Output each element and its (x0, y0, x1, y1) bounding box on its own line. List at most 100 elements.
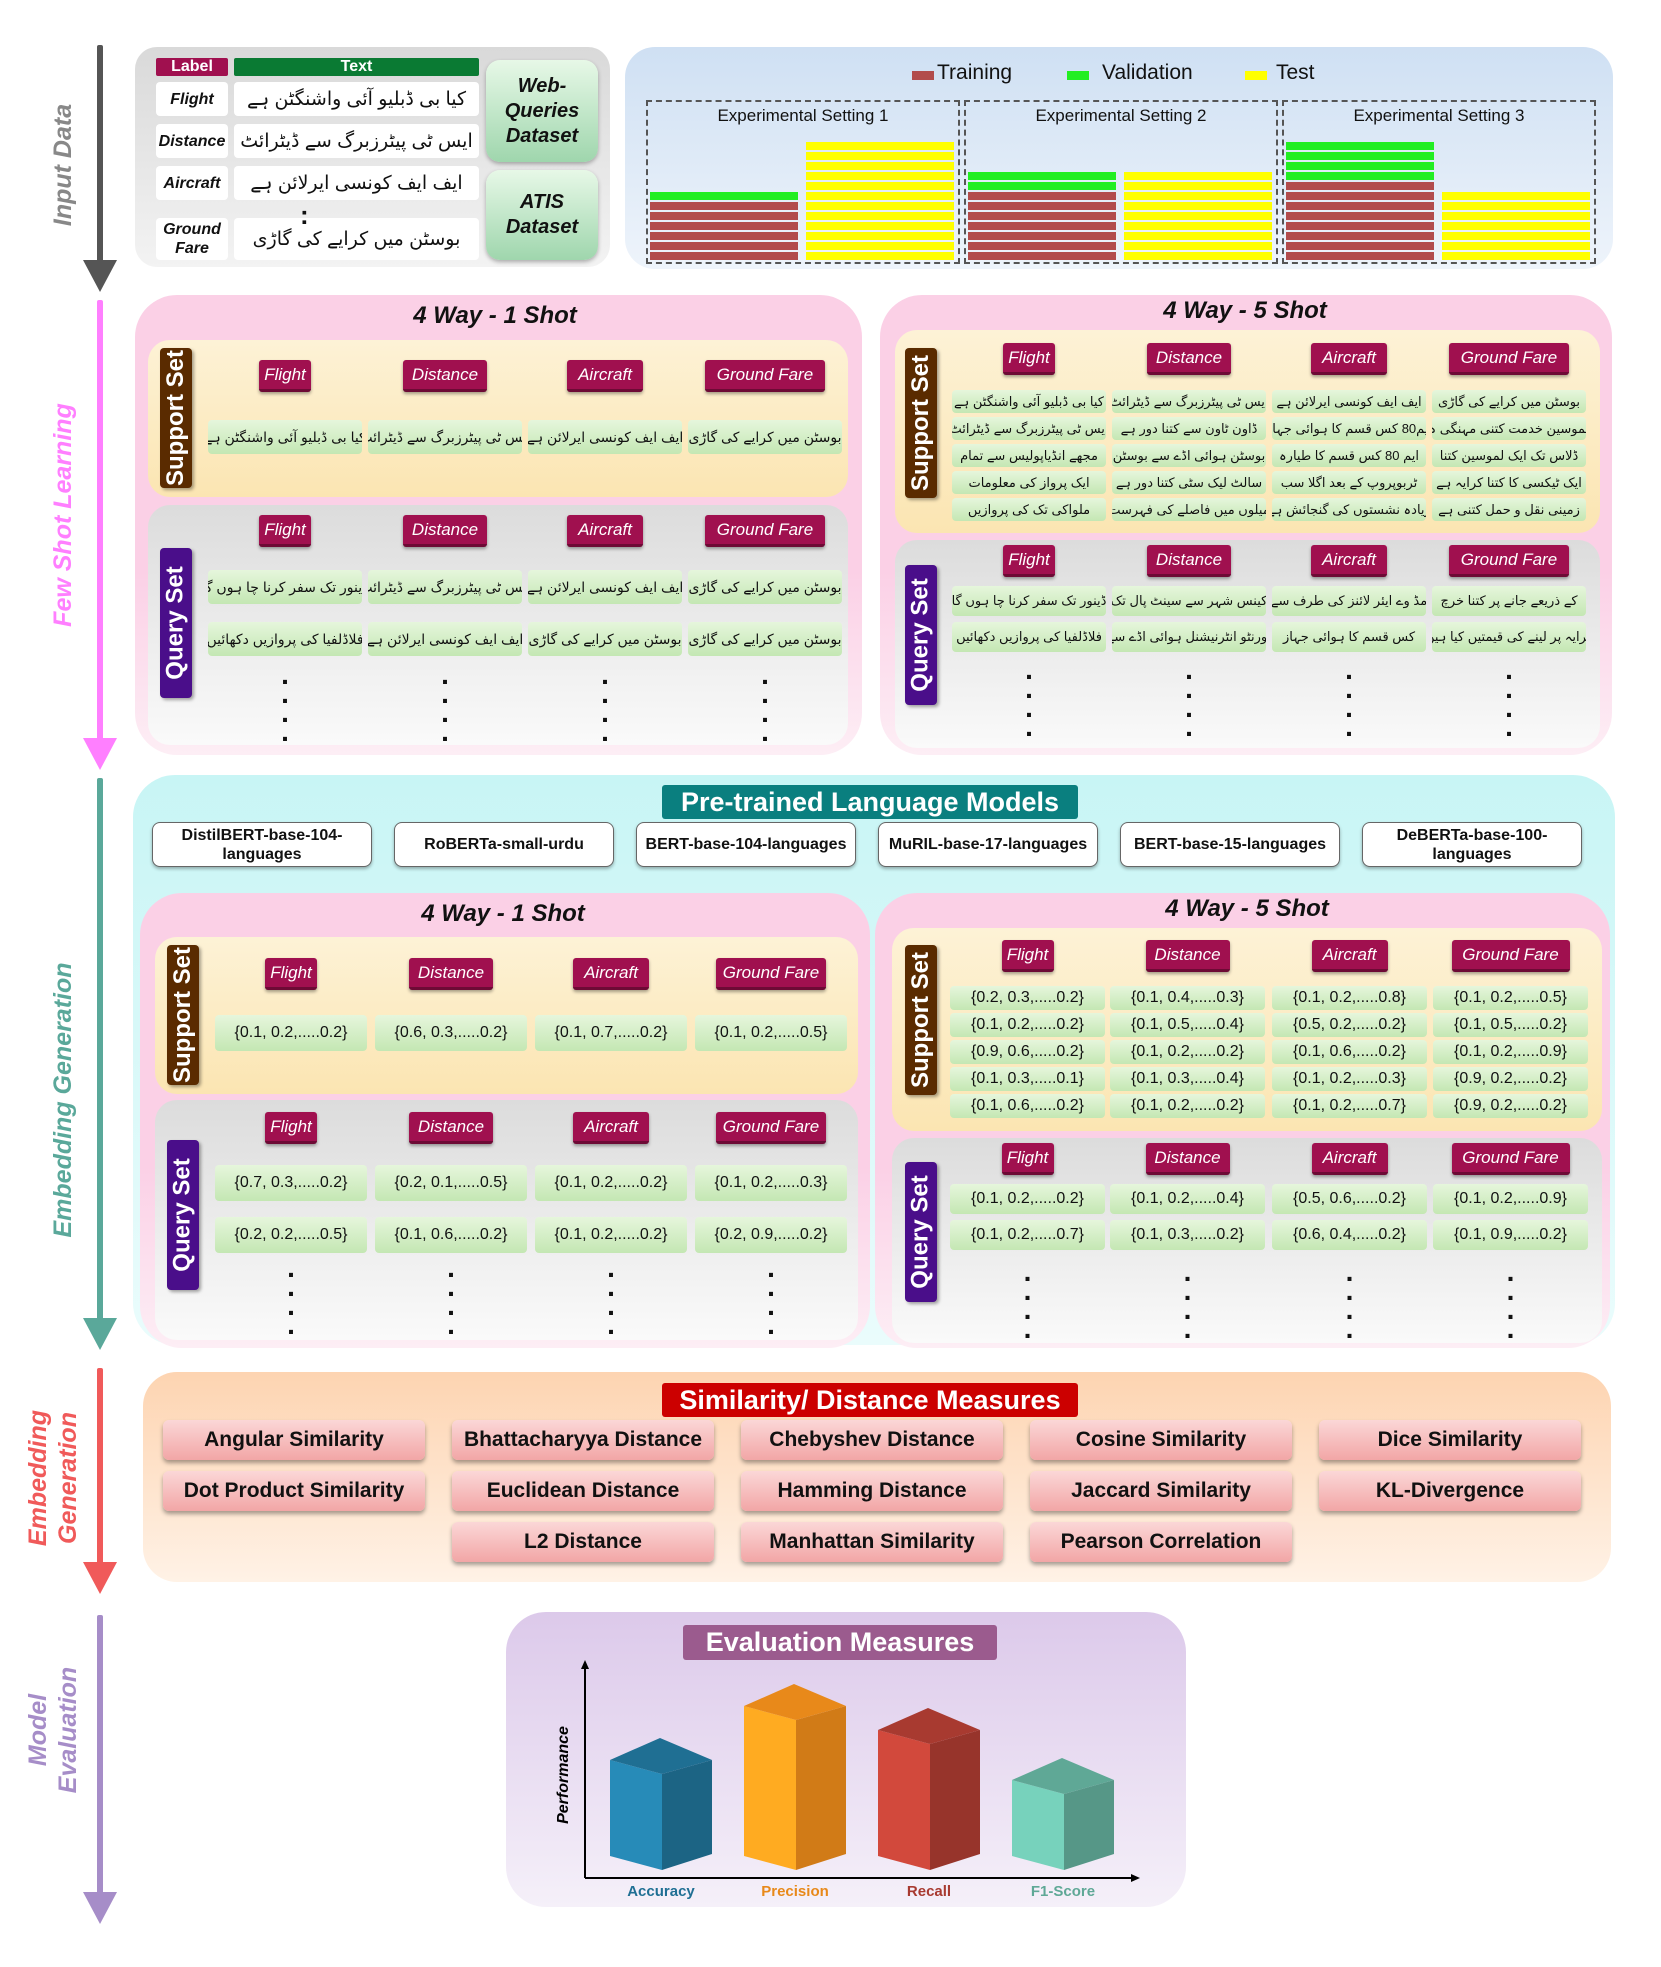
fs5-support-cell: بوسٹن میں کرایے کی گاڑی (1432, 390, 1586, 413)
model-4[interactable]: BERT-base-15-languages (1120, 822, 1340, 867)
em1-support-chip-2[interactable]: Aircraft (573, 958, 649, 990)
model-3[interactable]: MuRIL-base-17-languages (878, 822, 1098, 867)
fs1-support-chip-2[interactable]: Aircraft (567, 360, 643, 392)
model-2[interactable]: BERT-base-104-languages (636, 822, 856, 867)
em5-query-chip-1[interactable]: Distance (1145, 1143, 1230, 1175)
fs5-support-tag-text: Support Set (907, 355, 934, 491)
measure-10[interactable]: L2 Distance (452, 1522, 714, 1562)
em1-support-chip-0[interactable]: Flight (265, 958, 317, 990)
em5-support-cell: {0.1, 0.2,.....0.7} (1272, 1094, 1427, 1118)
measure-9[interactable]: KL-Divergence (1319, 1471, 1581, 1511)
em5-query-cell: {0.6, 0.4,.....0.2} (1272, 1220, 1427, 1250)
fs5-query-cell: کس قسم کا ہوائی جہاز (1272, 622, 1426, 652)
em1-query-chip-2[interactable]: Aircraft (573, 1112, 649, 1144)
bar-side-face (796, 1706, 846, 1870)
stage-arrow-similarity (97, 1368, 103, 1568)
input-text-0: کیا بی ڈبلیو آئی واشنگٹن ہے (234, 82, 479, 116)
em5-support-chip-1[interactable]: Distance (1145, 940, 1230, 972)
input-label-2: Aircraft (156, 166, 228, 200)
fs5-dots-1: .... (1185, 654, 1193, 742)
stage-label-evaluation-text: Model Evaluation (24, 1666, 82, 1794)
fs1-dots-1: .... (441, 659, 449, 747)
em1-support-tag: Support Set (167, 945, 199, 1085)
setting-0-test-stripe (806, 202, 954, 210)
measure-7[interactable]: Hamming Distance (741, 1471, 1003, 1511)
measure-2[interactable]: Chebyshev Distance (741, 1420, 1003, 1460)
em1-query-chip-3[interactable]: Ground Fare (716, 1112, 826, 1144)
bar-top-face (878, 1708, 980, 1744)
web-queries-dataset[interactable]: Web-Queries Dataset (486, 60, 598, 162)
em5-support-cell: {0.1, 0.2,.....0.9} (1433, 1040, 1588, 1064)
legend-training-swatch (912, 71, 934, 80)
fs5-support-chip-1[interactable]: Distance (1147, 343, 1231, 375)
fs1-query-chip-0[interactable]: Flight (259, 515, 311, 547)
fs5-support-tag: Support Set (905, 348, 937, 498)
setting-1-train-stripe (968, 212, 1116, 220)
fs1-dots-3: .... (761, 659, 769, 747)
fs1-support-chip-1[interactable]: Distance (403, 360, 487, 392)
em5-support-chip-0[interactable]: Flight (1001, 940, 1054, 972)
input-ellipsis: : (300, 200, 309, 230)
fs1-dots-2: .... (601, 659, 609, 747)
setting-1-test-stripe (1124, 202, 1272, 210)
em5-support-chip-3[interactable]: Ground Fare (1451, 940, 1570, 972)
em5-query-chip-2[interactable]: Aircraft (1311, 1143, 1388, 1175)
fs5-support-cell: ایس ٹی پیٹرزبرگ سے ڈیٹرائٹ (952, 417, 1106, 440)
measure-8[interactable]: Jaccard Similarity (1030, 1471, 1292, 1511)
input-text-1: ایس ٹی پیٹرزبرگ سے ڈیٹرائٹ (234, 124, 479, 158)
fs1-query-chip-1[interactable]: Distance (403, 515, 487, 547)
measure-5[interactable]: Dot Product Similarity (163, 1471, 425, 1511)
fewshot-5shot-title: 4 Way - 5 Shot (1163, 297, 1327, 324)
fs1-support-chip-0[interactable]: Flight (259, 360, 311, 392)
em1-query-tag: Query Set (167, 1140, 199, 1290)
fs1-support-chip-3[interactable]: Ground Fare (705, 360, 825, 392)
measure-1[interactable]: Bhattacharyya Distance (452, 1420, 714, 1460)
setting-2-test-stripe (1442, 212, 1590, 220)
fs1-support-cell: ایس ٹی پیٹرزبرگ سے ڈیٹرائٹ (368, 420, 522, 454)
em1-query-chip-1[interactable]: Distance (409, 1112, 493, 1144)
fs5-support-chip-3[interactable]: Ground Fare (1449, 343, 1569, 375)
measure-11[interactable]: Manhattan Similarity (741, 1522, 1003, 1562)
em1-query-cell: {0.2, 0.9,.....0.2} (695, 1217, 847, 1253)
model-0[interactable]: DistilBERT-base-104-languages (152, 822, 372, 867)
em5-support-chip-2[interactable]: Aircraft (1311, 940, 1388, 972)
atis-dataset[interactable]: ATIS Dataset (486, 170, 598, 260)
measure-0[interactable]: Angular Similarity (163, 1420, 425, 1460)
model-5[interactable]: DeBERTa-base-100-languages (1362, 822, 1582, 867)
bar-top-face (610, 1738, 712, 1774)
em1-support-cell: {0.1, 0.7,.....0.2} (535, 1015, 687, 1051)
bar-side-face (1064, 1780, 1114, 1870)
fs5-query-chip-2[interactable]: Aircraft (1311, 545, 1387, 577)
fs5-query-chip-1[interactable]: Distance (1147, 545, 1231, 577)
y-axis-label: Performance (555, 1726, 572, 1824)
bar-label: Recall (907, 1883, 951, 1900)
setting-2-train-stripe (1286, 192, 1434, 200)
fs5-support-cell: میلوں میں فاصلے کی فہرست (1112, 498, 1266, 521)
em1-support-chip-1[interactable]: Distance (409, 958, 493, 990)
em1-support-chip-3[interactable]: Ground Fare (716, 958, 826, 990)
measure-4[interactable]: Dice Similarity (1319, 1420, 1581, 1460)
fs5-query-chip-0[interactable]: Flight (1003, 545, 1055, 577)
bar-label: Accuracy (627, 1883, 695, 1900)
setting-1-val-stripe (968, 172, 1116, 180)
measure-12[interactable]: Pearson Correlation (1030, 1522, 1292, 1562)
em5-query-chip-0[interactable]: Flight (1001, 1143, 1054, 1175)
fs5-support-chip-2[interactable]: Aircraft (1311, 343, 1387, 375)
fs5-query-cell: ڈینور تک سفر کرنا چا ہوں گا (952, 586, 1106, 616)
legend-validation-swatch (1067, 71, 1089, 80)
setting-1-train-stripe (968, 192, 1116, 200)
em5-support-cell: {0.1, 0.4,.....0.3} (1110, 986, 1265, 1010)
measure-3[interactable]: Cosine Similarity (1030, 1420, 1292, 1460)
em5-support-cell: {0.2, 0.3,.....0.2} (950, 986, 1105, 1010)
fs5-support-chip-0[interactable]: Flight (1003, 343, 1055, 375)
fs1-query-cell: بوسٹن میں کرایے کی گاڑی (688, 622, 842, 656)
model-1[interactable]: RoBERTa-small-urdu (394, 822, 614, 867)
fs1-dots-0: .... (281, 659, 289, 747)
fs1-query-chip-2[interactable]: Aircraft (567, 515, 643, 547)
em1-query-chip-0[interactable]: Flight (265, 1112, 317, 1144)
measure-6[interactable]: Euclidean Distance (452, 1471, 714, 1511)
fs5-dots-3: .... (1505, 654, 1513, 742)
fs1-query-chip-3[interactable]: Ground Fare (705, 515, 825, 547)
fs5-query-chip-3[interactable]: Ground Fare (1449, 545, 1569, 577)
em5-query-chip-3[interactable]: Ground Fare (1451, 1143, 1570, 1175)
